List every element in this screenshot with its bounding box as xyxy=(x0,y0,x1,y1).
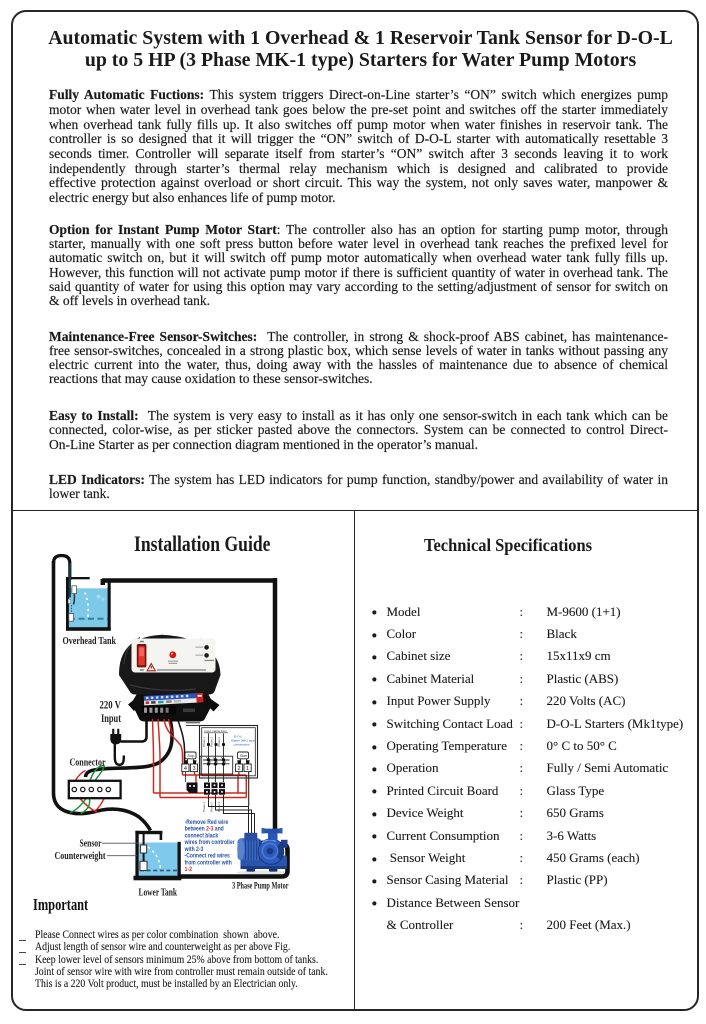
svg-text:Connector: Connector xyxy=(70,757,106,769)
svg-text:Phase 3: Phase 3 xyxy=(217,802,221,812)
svg-text:Input mains from: Input mains from xyxy=(205,729,228,733)
svg-text:Phase 1: Phase 1 xyxy=(202,802,206,812)
svg-text:Stop: Stop xyxy=(187,754,194,758)
svg-text:Lower Tank: Lower Tank xyxy=(139,887,178,899)
svg-text:Phase 3: Phase 3 xyxy=(217,737,221,747)
svg-text:1-2: 1-2 xyxy=(185,867,192,874)
svg-text:4: 4 xyxy=(184,766,187,772)
svg-text:3 Phase Pump Motor: 3 Phase Pump Motor xyxy=(232,881,289,891)
svg-text:with 2-3: with 2-3 xyxy=(184,846,204,853)
svg-text:-Remove Red wire: -Remove Red wire xyxy=(185,819,229,826)
svg-text:1: 1 xyxy=(246,766,249,772)
svg-text:Starter (MK1 type): Starter (MK1 type) xyxy=(231,739,256,743)
svg-text:D-O-L: D-O-L xyxy=(234,735,242,739)
svg-text:from controller with: from controller with xyxy=(185,860,233,867)
svg-text:Sensor: Sensor xyxy=(80,839,102,850)
svg-text:Phase 2: Phase 2 xyxy=(210,737,214,747)
svg-text:Phase 2: Phase 2 xyxy=(210,802,214,812)
svg-text:Overhead Tank: Overhead Tank xyxy=(63,635,117,647)
svg-text:2: 2 xyxy=(237,766,240,772)
svg-text:Counterweight: Counterweight xyxy=(55,851,106,862)
svg-text:3: 3 xyxy=(192,766,195,772)
svg-text:connections: connections xyxy=(234,743,251,747)
svg-text:Start: Start xyxy=(240,754,247,758)
svg-text:between 2-3 and: between 2-3 and xyxy=(185,826,225,833)
svg-text:connect black: connect black xyxy=(185,833,219,840)
svg-text:Input: Input xyxy=(101,713,121,725)
svg-text:Phase 1: Phase 1 xyxy=(202,737,206,747)
svg-text:-Connect red wires: -Connect red wires xyxy=(185,853,230,860)
svg-text:wires from controller: wires from controller xyxy=(184,840,236,847)
svg-text:220 V: 220 V xyxy=(100,700,122,712)
